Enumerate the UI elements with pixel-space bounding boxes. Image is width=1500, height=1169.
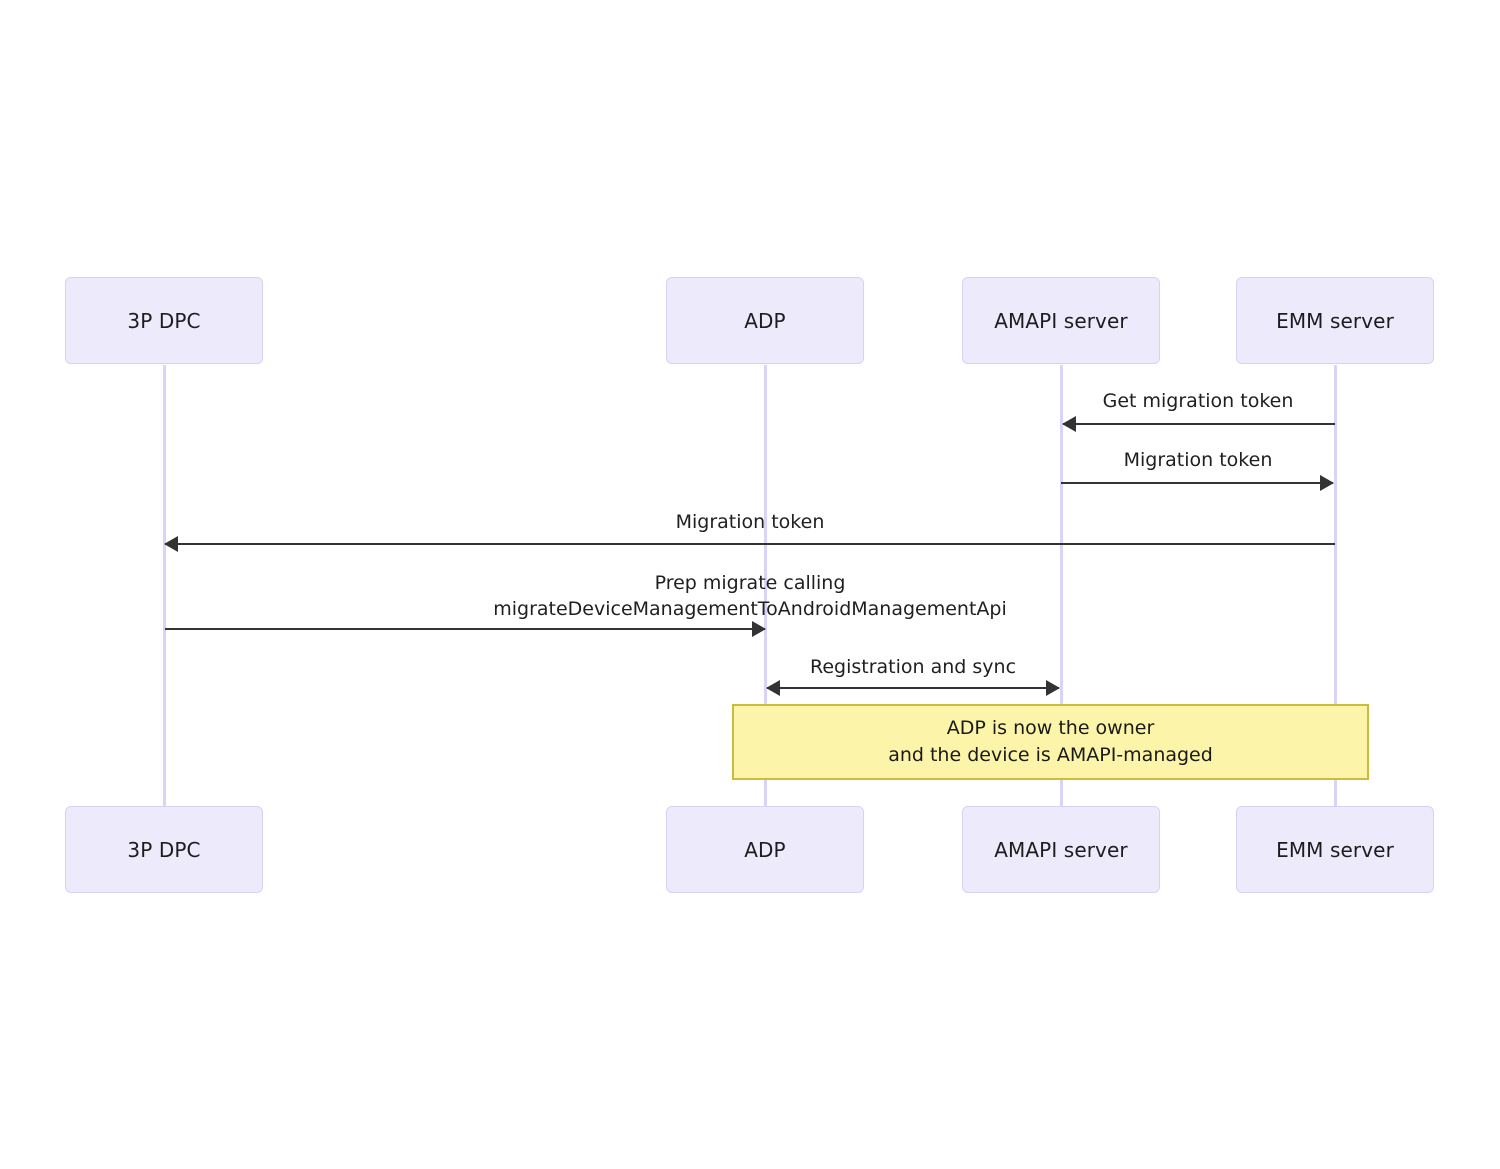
arrowhead-right-icon — [1046, 680, 1060, 696]
note-adp-owner: ADP is now the owner and the device is A… — [732, 704, 1369, 780]
message-label-get-migration-token: Get migration token — [1102, 390, 1294, 412]
arrowhead-left-icon — [164, 536, 178, 552]
lifeline-amapi-server — [1060, 365, 1063, 808]
participant-top-3p-dpc[interactable]: 3P DPC — [65, 277, 263, 364]
participant-label: ADP — [744, 308, 786, 333]
arrow-line — [1063, 423, 1335, 425]
participant-label: EMM server — [1276, 308, 1394, 333]
participant-bottom-adp[interactable]: ADP — [666, 806, 864, 893]
participant-bottom-amapi-server[interactable]: AMAPI server — [962, 806, 1160, 893]
message-label-prep-migrate: Prep migrate calling migrateDeviceManage… — [493, 572, 1007, 620]
participant-top-adp[interactable]: ADP — [666, 277, 864, 364]
arrowhead-left-icon — [1062, 416, 1076, 432]
participant-label: AMAPI server — [994, 308, 1128, 333]
participant-label: 3P DPC — [127, 308, 201, 333]
participant-label: AMAPI server — [994, 837, 1128, 862]
lifeline-adp — [764, 365, 767, 808]
arrow-line — [767, 687, 1059, 689]
participant-bottom-3p-dpc[interactable]: 3P DPC — [65, 806, 263, 893]
lifeline-3p-dpc — [163, 365, 166, 808]
arrowhead-left-icon — [766, 680, 780, 696]
participant-label: 3P DPC — [127, 837, 201, 862]
participant-label: ADP — [744, 837, 786, 862]
message-label-registration-and-sync: Registration and sync — [809, 656, 1017, 678]
message-label-migration-token-amapi-emm: Migration token — [1123, 449, 1273, 471]
arrowhead-right-icon — [752, 621, 766, 637]
arrow-line — [165, 628, 765, 630]
message-label-migration-token-emm-dpc: Migration token — [675, 511, 825, 533]
arrowhead-right-icon — [1320, 475, 1334, 491]
participant-bottom-emm-server[interactable]: EMM server — [1236, 806, 1434, 893]
participant-label: EMM server — [1276, 837, 1394, 862]
participant-top-amapi-server[interactable]: AMAPI server — [962, 277, 1160, 364]
arrow-line — [165, 543, 1335, 545]
participant-top-emm-server[interactable]: EMM server — [1236, 277, 1434, 364]
lifeline-emm-server — [1334, 365, 1337, 808]
arrow-line — [1061, 482, 1333, 484]
